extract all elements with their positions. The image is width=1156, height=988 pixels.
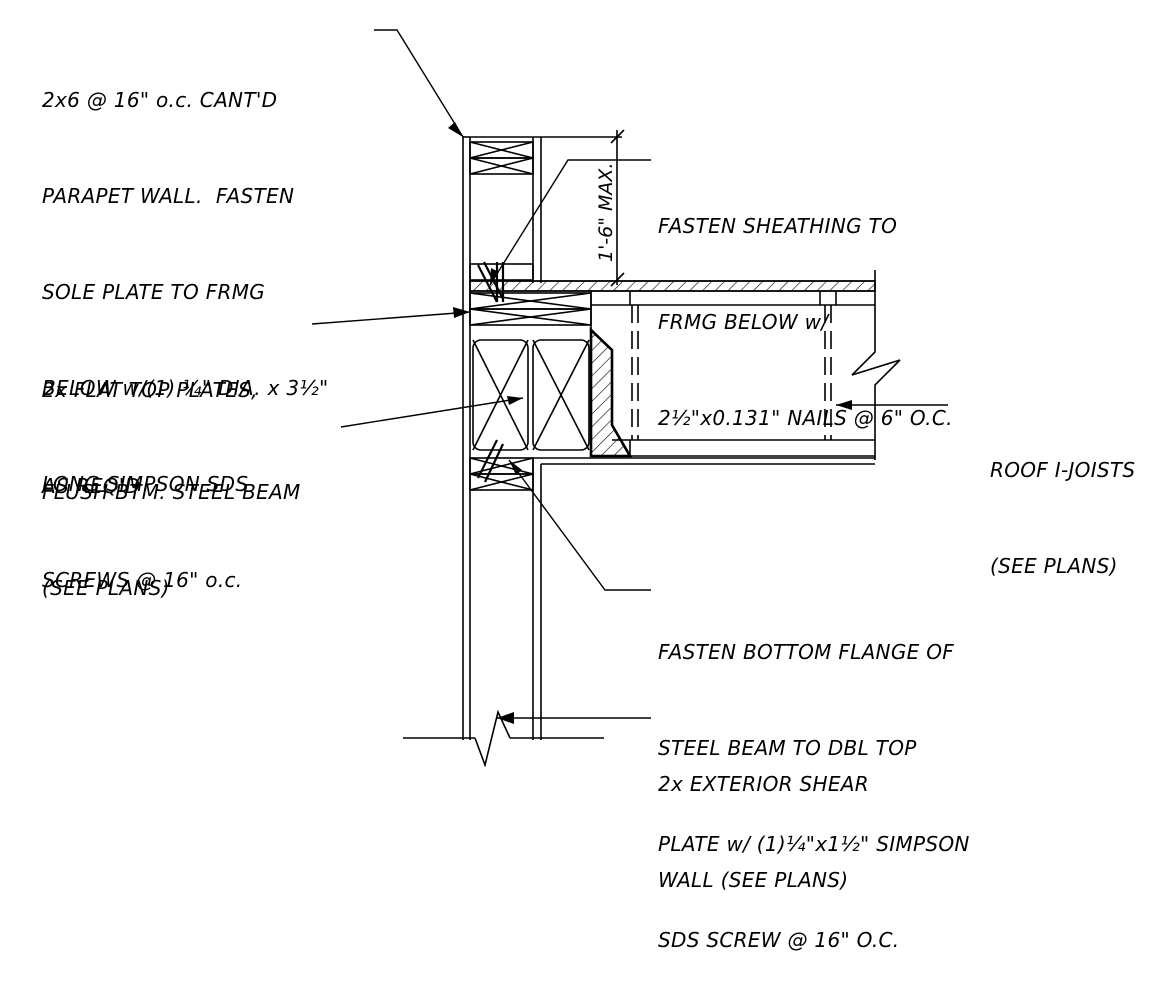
note-steel-beam: FLUSH BTM. STEEL BEAM (SEE PLANS) [42,412,301,636]
roof-i-joist [590,270,901,460]
note-line: (SEE PLANS) [42,576,170,600]
steel-beam [589,326,633,458]
interior-wall-lines [532,457,875,740]
note-line: 2x6 @ 16" o.c. CANT'D [42,88,278,112]
note-line: 2x EXTERIOR SHEAR [658,772,869,796]
note-line: (SEE PLANS) [990,554,1118,578]
blocking [472,339,590,451]
note-line: PARAPET WALL. FASTEN [42,184,295,208]
note-sheathing: FASTEN SHEATHING TO FRMG BELOW w/ 2½"x0.… [658,146,953,466]
note-line: FASTEN BOTTOM FLANGE OF [658,640,955,664]
note-line: STEEL BEAM TO DBL TOP [658,736,917,760]
flat-top-plates [469,292,592,326]
note-line: SDS SCREW @ 16" O.C. [658,928,900,952]
note-line: BELOW w/(1) ¼" DIA. x 3½" [42,376,329,400]
note-line: SOLE PLATE TO FRMG [42,280,266,304]
parapet-wall [469,136,542,283]
roof-parapet-detail-drawing: 1'-6" MAX. [311,29,948,767]
wall-sheathing [462,136,471,740]
wall-break [403,709,604,767]
note-line: FRMG BELOW w/ [658,310,829,334]
note-line: FLUSH BTM. STEEL BEAM [42,480,301,504]
note-top-plates: 2x FLAT TOP PLATES, AS REQ'D [42,310,258,534]
note-line: AS REQ'D [42,474,141,498]
note-shear-wall: 2x EXTERIOR SHEAR WALL (SEE PLANS) [658,704,869,928]
note-line: WALL (SEE PLANS) [658,868,849,892]
note-line: 2½"x0.131" NAILS @ 6" O.C. [658,406,953,430]
note-line: 2x FLAT TOP PLATES, [42,378,258,402]
note-line: ROOF I-JOISTS [990,458,1136,482]
note-i-joists: ROOF I-JOISTS (SEE PLANS) [990,390,1135,614]
note-line: FASTEN SHEATHING TO [658,214,898,238]
note-parapet: 2x6 @ 16" o.c. CANT'D PARAPET WALL. FAST… [42,20,329,628]
arrowheads [448,122,852,724]
note-line: SCREWS @ 16" o.c. [42,568,243,592]
dimension-line [541,129,625,287]
dimension-label: 1'-6" MAX. [595,163,617,262]
note-line: LONG SIMPSON SDS [42,472,249,496]
leader-lines [311,29,948,719]
